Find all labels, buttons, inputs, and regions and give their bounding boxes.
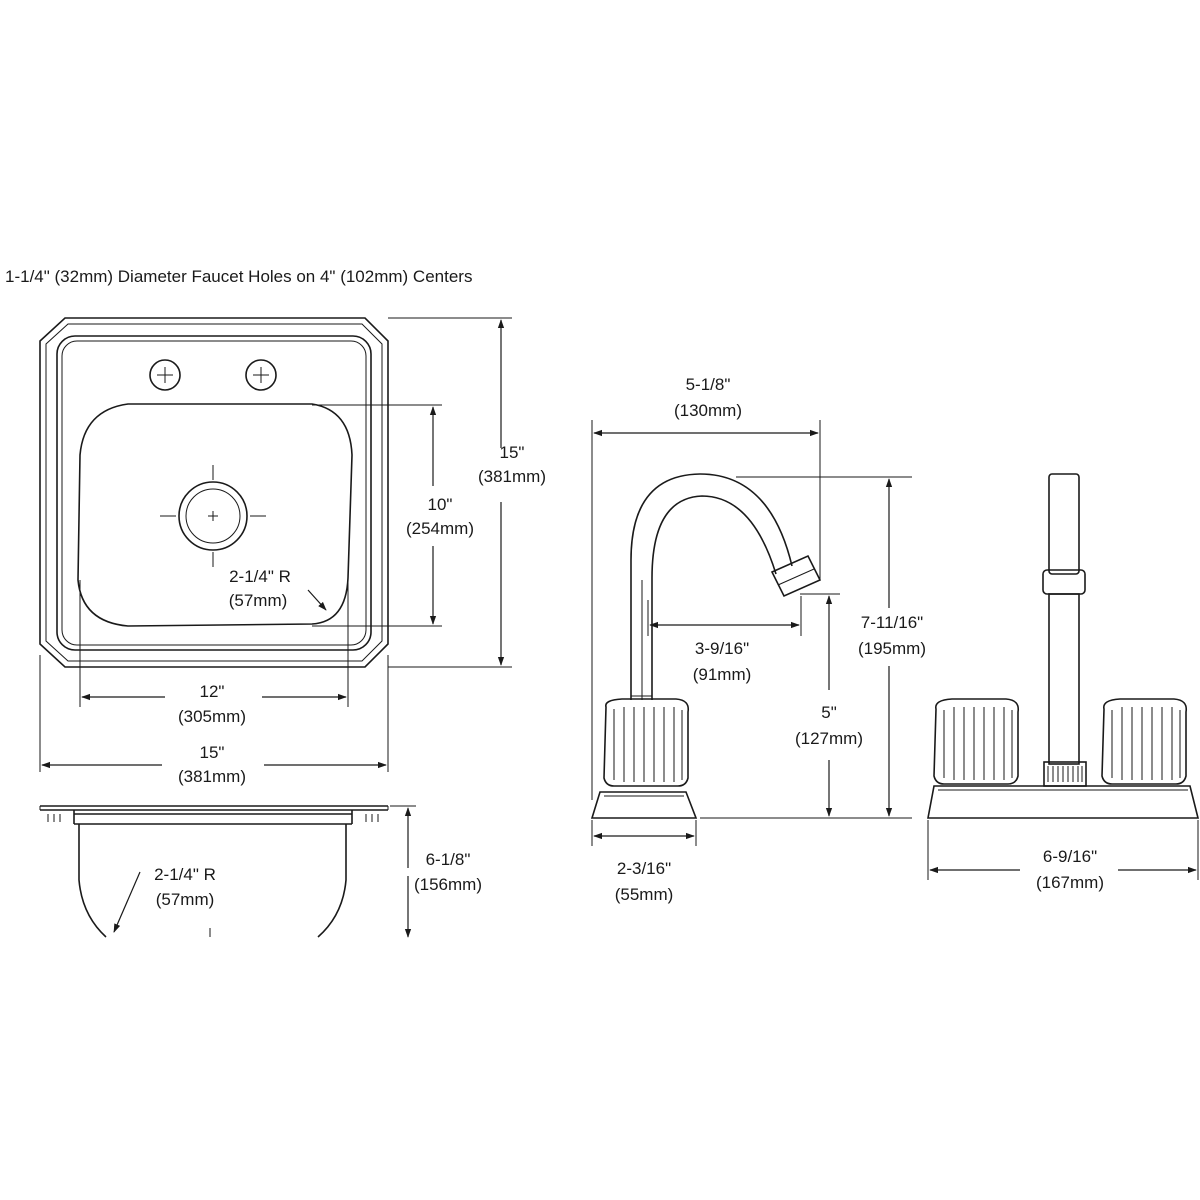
svg-text:(381mm): (381mm): [478, 467, 546, 486]
svg-text:15": 15": [500, 443, 525, 462]
dim-aerator-offset: 3-9/16" (91mm): [647, 596, 802, 684]
svg-text:(57mm): (57mm): [156, 890, 215, 909]
svg-text:(55mm): (55mm): [615, 885, 674, 904]
svg-text:(91mm): (91mm): [693, 665, 752, 684]
faucet-hole-note: 1-1/4" (32mm) Diameter Faucet Holes on 4…: [5, 267, 472, 286]
svg-text:(381mm): (381mm): [178, 767, 246, 786]
dim-spout-reach: 5-1/8" (130mm): [591, 375, 821, 800]
svg-text:5": 5": [821, 703, 837, 722]
faucet-front-view: [927, 473, 1200, 819]
svg-text:(195mm): (195mm): [858, 639, 926, 658]
faucet-hole-right: [245, 359, 277, 391]
dim-bowl-length: 10" (254mm): [312, 404, 474, 627]
dim-bowl-width: 12" (305mm): [79, 580, 349, 726]
dim-overall-height: 7-11/16" (195mm): [736, 476, 926, 817]
faucet-spout-front: [1042, 473, 1087, 787]
svg-text:2-1/4" R: 2-1/4" R: [229, 567, 291, 586]
svg-text:(127mm): (127mm): [795, 729, 863, 748]
svg-text:12": 12": [200, 682, 225, 701]
svg-text:15": 15": [200, 743, 225, 762]
faucet-handle-side: [603, 698, 690, 787]
dim-sink-depth: 6-1/8" (156mm): [390, 805, 482, 938]
svg-text:6-1/8": 6-1/8": [426, 850, 471, 869]
svg-text:(167mm): (167mm): [1036, 873, 1104, 892]
drain: [160, 465, 266, 567]
sink-top-view: [39, 317, 389, 668]
faucet-hole-left: [149, 359, 181, 391]
svg-text:(305mm): (305mm): [178, 707, 246, 726]
dim-base-depth: 2-3/16" (55mm): [591, 820, 697, 904]
svg-text:(130mm): (130mm): [674, 401, 742, 420]
svg-text:3-9/16": 3-9/16": [695, 639, 749, 658]
svg-text:7-11/16": 7-11/16": [861, 613, 923, 632]
svg-text:2-1/4" R: 2-1/4" R: [154, 865, 216, 884]
svg-text:(156mm): (156mm): [414, 875, 482, 894]
svg-text:6-9/16": 6-9/16": [1043, 847, 1097, 866]
dim-overall-length: 15" (381mm): [388, 317, 546, 668]
dim-base-width: 6-9/16" (167mm): [927, 820, 1199, 892]
dim-corner-radius: 2-1/4" R (57mm): [229, 567, 327, 611]
svg-text:(57mm): (57mm): [229, 591, 288, 610]
faucet-handle-right: [1101, 698, 1188, 785]
faucet-handle-left: [933, 698, 1020, 785]
dim-bottom-radius: 2-1/4" R (57mm): [113, 865, 216, 933]
svg-text:2-3/16": 2-3/16": [617, 859, 671, 878]
svg-text:10": 10": [428, 495, 453, 514]
svg-text:5-1/8": 5-1/8": [686, 375, 731, 394]
sink-section-view: [39, 805, 389, 938]
svg-text:(254mm): (254mm): [406, 519, 474, 538]
dim-overall-width: 15" (381mm): [39, 655, 389, 786]
dim-spout-clearance: 5" (127mm): [700, 593, 912, 819]
